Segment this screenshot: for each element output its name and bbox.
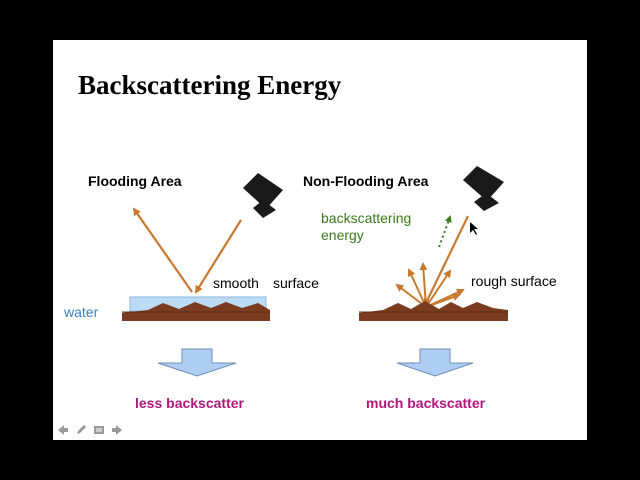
arrow-right-icon[interactable] [110,423,124,437]
backscatter-arrow [438,215,452,248]
pencil-icon[interactable] [74,423,88,437]
heading-flooding-area: Flooding Area [88,173,182,189]
less-backscatter-label: less backscatter [135,395,244,411]
slide-nav [56,423,124,437]
much-backscatter-label: much backscatter [366,395,486,411]
slide-title: Backscattering Energy [78,70,342,100]
rough-surface-label: rough surface [471,273,557,289]
arrow-left-icon[interactable] [56,423,70,437]
down-arrow-left [157,348,237,377]
scattered-rays [395,262,465,308]
radar-sensor-left-icon [243,173,283,218]
radar-sensor-right-icon [463,166,504,211]
cursor-icon [470,222,478,235]
menu-icon[interactable] [92,423,106,437]
incident-ray-right [424,215,469,307]
surface-label: surface [273,275,319,291]
energy-label: energy [321,227,364,243]
ground-right [359,301,508,321]
down-arrow-right [396,348,474,377]
backscattering-label: backscattering [321,210,412,226]
water-label: water [64,304,99,320]
heading-non-flooding-area: Non-Flooding Area [303,173,429,189]
slide: Backscattering Energy [53,40,587,440]
reflected-ray-left [132,207,193,293]
incident-ray-left [194,219,242,294]
diagram [122,166,508,377]
smooth-label: smooth [213,275,259,291]
